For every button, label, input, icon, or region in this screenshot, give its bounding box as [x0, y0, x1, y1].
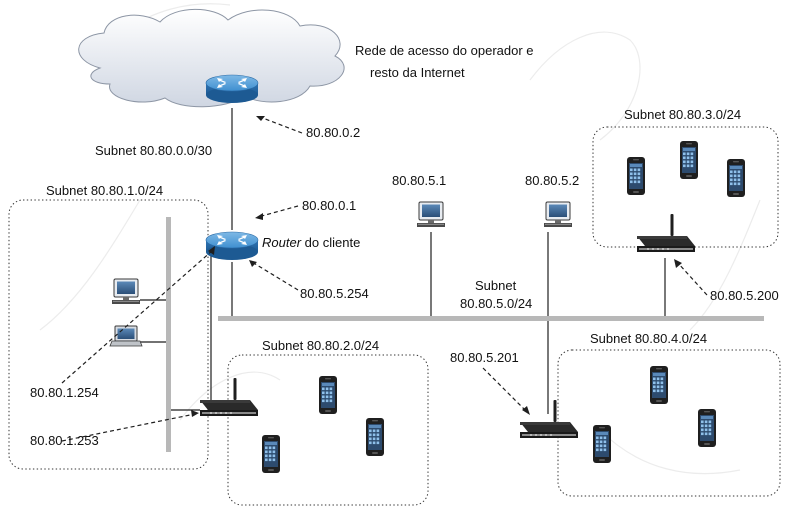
- subnet4-phone-icon: [650, 366, 668, 404]
- internet-cloud: [78, 8, 345, 108]
- subnet-4-boundary: [557, 349, 781, 497]
- client-router-icon: [205, 231, 259, 261]
- lan-bus-subnet1: [166, 217, 171, 452]
- subnet-5-label-line1: Subnet: [475, 278, 517, 293]
- wan-subnet-label: Subnet 80.80.0.0/30: [95, 143, 212, 158]
- subnet3-phone-icon: [727, 159, 745, 197]
- host-80-80-5-1-icon: [416, 201, 446, 228]
- subnet4-phone-icon: [593, 425, 611, 463]
- subnet2-phone-icon: [366, 418, 384, 456]
- subnet4-phone-icon: [698, 409, 716, 447]
- ip-pointer-arrows: [61, 116, 708, 442]
- access-point-3-ip-label: 80.80.5.200: [710, 288, 779, 303]
- client-router-lan-ip-label: 80.80.5.254: [300, 286, 369, 301]
- subnet-1-label: Subnet 80.80.1.0/24: [46, 183, 163, 198]
- subnet-1-boundary: [8, 199, 209, 470]
- isp-router-ip-label: 80.80.0.2: [306, 125, 360, 140]
- lan-bus-subnet5: [218, 316, 764, 321]
- subnet-2-label: Subnet 80.80.2.0/24: [262, 338, 379, 353]
- subnet3-phone-icon: [680, 141, 698, 179]
- subnet-3-boundary: [592, 126, 779, 248]
- access-point-80-80-1-253-icon: [200, 378, 258, 416]
- internet-label-line2: resto da Internet: [370, 65, 465, 80]
- subnet1-gateway-ip-label: 80.80.1.254: [30, 385, 99, 400]
- subnet-4-label: Subnet 80.80.4.0/24: [590, 331, 707, 346]
- isp-router-icon: [205, 74, 259, 104]
- access-point-80-80-5-201-icon: [520, 400, 578, 438]
- subnet2-phone-icon: [262, 435, 280, 473]
- subnet2-phone-icon: [319, 376, 337, 414]
- access-point-2-ip-label: 80.80.1.253: [30, 433, 99, 448]
- access-point-80-80-5-200-icon: [637, 214, 695, 252]
- network-links: [140, 108, 666, 414]
- subnet3-phone-icon: [627, 157, 645, 195]
- host2-ip-label: 80.80.5.2: [525, 173, 579, 188]
- client-router-wan-ip-label: 80.80.0.1: [302, 198, 356, 213]
- subnet-5-label-line2: 80.80.5.0/24: [460, 296, 532, 311]
- internet-label-line1: Rede de acesso do operador e: [355, 43, 534, 58]
- host-80-80-5-2-icon: [543, 201, 573, 228]
- subnet-2-boundary: [227, 354, 429, 506]
- access-point-4-ip-label: 80.80.5.201: [450, 350, 519, 365]
- arrow-heads: [191, 116, 682, 417]
- subnet1-pc-icon: [111, 278, 141, 305]
- subnet-3-label: Subnet 80.80.3.0/24: [624, 107, 741, 122]
- host1-ip-label: 80.80.5.1: [392, 173, 446, 188]
- client-router-label: Router do cliente: [262, 235, 360, 250]
